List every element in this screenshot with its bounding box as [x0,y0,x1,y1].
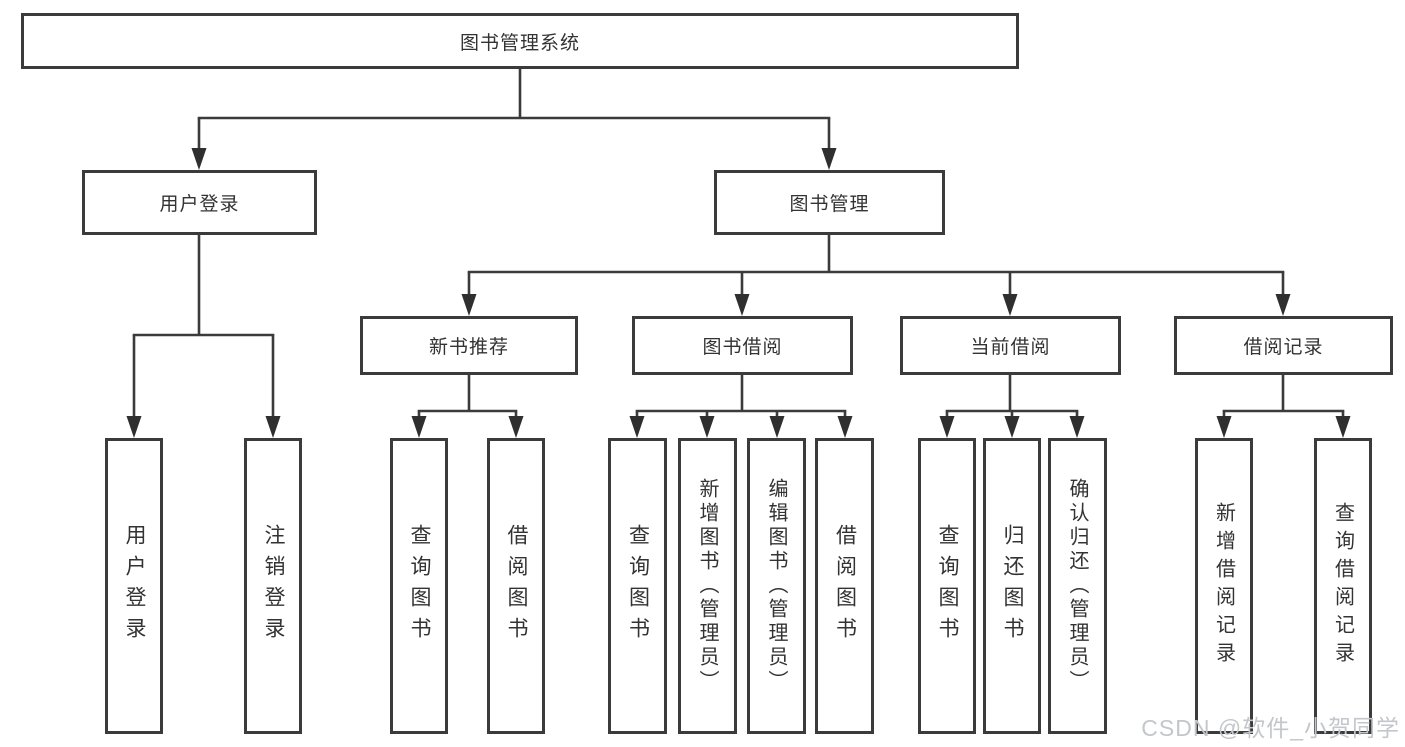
node-leaf-query-books-recommend: 查询图书 [390,438,448,734]
connector-current-borrow-split [939,375,1085,438]
node-leaf-edit-book-admin: 编辑图书（管理员） [747,438,806,734]
node-book-borrow: 图书借阅 [632,316,853,375]
node-leaf-confirm-return-admin: 确认归还（管理员） [1048,438,1107,734]
node-leaf-borrow-books: 借阅图书 [815,438,874,734]
node-leaf-query-books-current: 查询图书 [918,438,976,734]
node-leaf-add-borrow-record: 新增借阅记录 [1195,438,1253,734]
node-leaf-return-books: 归还图书 [983,438,1041,734]
node-leaf-query-borrow-record: 查询借阅记录 [1314,438,1372,734]
node-leaf-user-login: 用户登录 [105,438,163,734]
connector-book-borrow-split [629,375,853,438]
node-leaf-add-book-admin: 新增图书（管理员） [678,438,737,734]
watermark: CSDN @软件_小贺同学 [1141,715,1400,741]
connector-root-split [191,69,837,170]
node-leaf-query-books-borrow: 查询图书 [608,438,667,734]
connector-new-book-split [411,375,524,438]
node-borrow-records: 借阅记录 [1174,316,1393,375]
node-user-login: 用户登录 [82,170,317,235]
node-book-management: 图书管理 [714,170,945,235]
connector-book-management-split [461,235,1291,316]
node-leaf-logout: 注销登录 [244,438,302,734]
node-new-book-recommend: 新书推荐 [360,316,578,375]
connector-borrow-record-split [1216,375,1351,438]
node-leaf-borrow-books-recommend: 借阅图书 [487,438,545,734]
connector-user-login-split [126,235,281,438]
node-current-borrow: 当前借阅 [900,316,1121,375]
node-library-system: 图书管理系统 [21,13,1019,69]
